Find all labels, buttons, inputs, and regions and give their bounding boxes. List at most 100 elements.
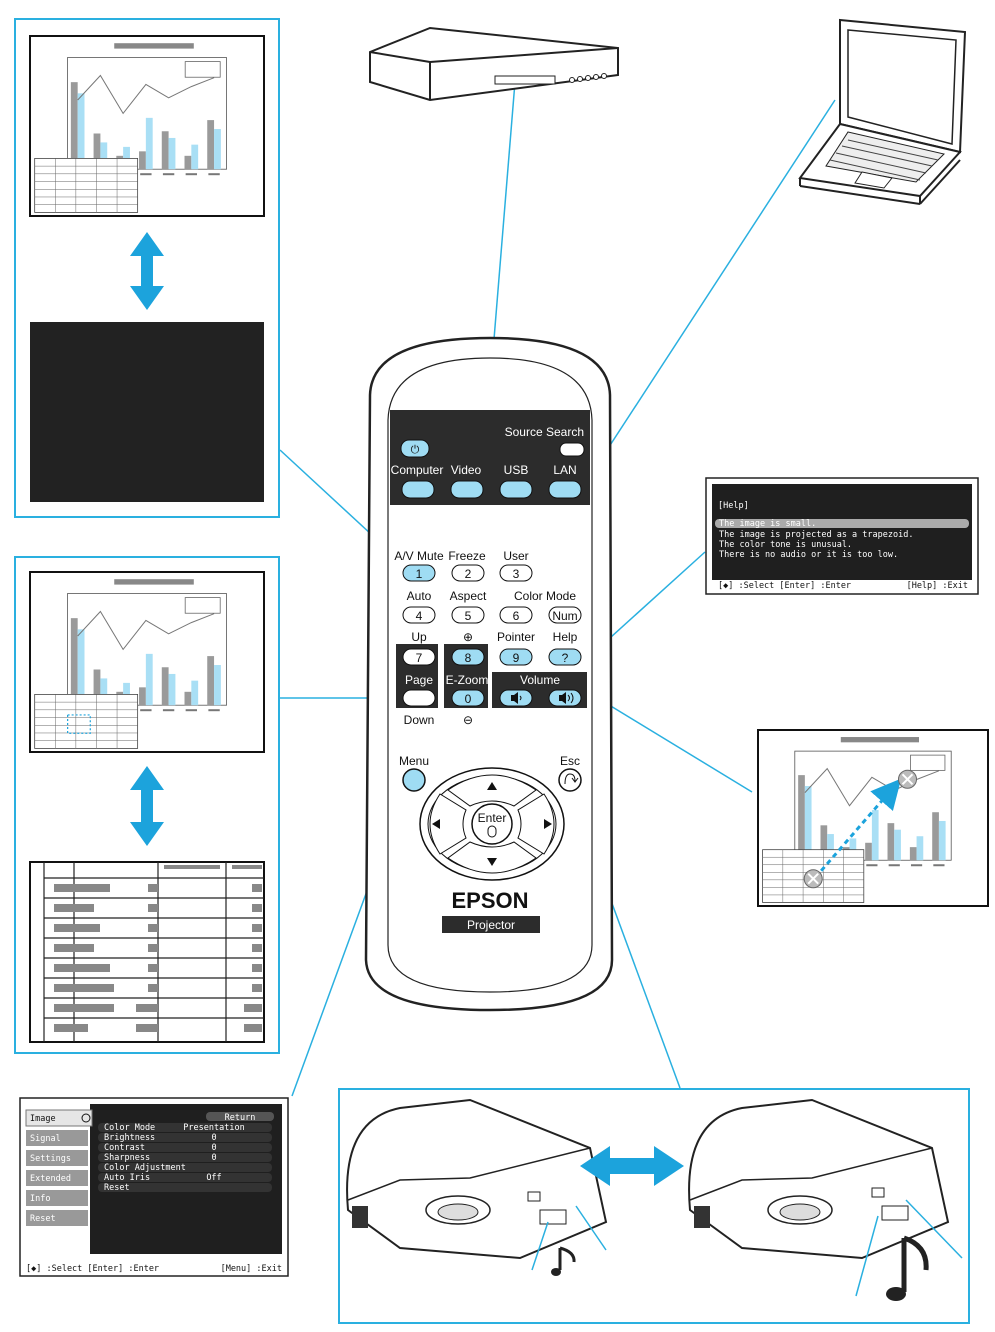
double-arrow-vertical-2 bbox=[130, 766, 164, 846]
menu-row[interactable] bbox=[98, 1143, 272, 1152]
zoom-cell-bar bbox=[252, 984, 262, 992]
enter-button[interactable] bbox=[471, 803, 513, 845]
menu-row-label: Reset bbox=[104, 1183, 130, 1193]
thumb-bar-blue bbox=[100, 142, 108, 170]
thumb-bar-blue bbox=[871, 810, 879, 861]
thumb-bar-gray bbox=[184, 155, 192, 170]
zoom-cell-bar bbox=[244, 1004, 262, 1012]
menu-tab-settings-label: Settings bbox=[30, 1154, 71, 1164]
menu-button[interactable] bbox=[402, 768, 426, 792]
zoom-row-label-bar bbox=[54, 964, 110, 972]
zoom-cell-bar bbox=[252, 904, 262, 912]
key-num: Num bbox=[552, 609, 577, 623]
thumb-bar-blue bbox=[145, 653, 153, 706]
zoom-cell-bar bbox=[148, 964, 158, 972]
help-item-4: There is no audio or it is too low. bbox=[719, 550, 898, 560]
menu-tab-reset[interactable] bbox=[26, 1210, 88, 1226]
aspect-button[interactable] bbox=[451, 606, 485, 624]
menu-return-button[interactable] bbox=[206, 1112, 274, 1121]
color-mode-button[interactable] bbox=[499, 606, 533, 624]
menu-label: Menu bbox=[399, 754, 429, 768]
page-up-button[interactable] bbox=[402, 648, 436, 666]
zoom-row-label-bar bbox=[54, 884, 110, 892]
menu-row[interactable] bbox=[98, 1173, 272, 1182]
arrow-left-icon bbox=[432, 819, 440, 829]
esc-button[interactable] bbox=[558, 768, 582, 792]
dpad-left-button[interactable] bbox=[429, 793, 467, 855]
screen-chart-normal bbox=[29, 35, 265, 217]
aspect-label: Aspect bbox=[450, 589, 487, 603]
thumb-legend bbox=[910, 754, 946, 771]
thumb-bar-blue bbox=[916, 836, 924, 861]
menu-tab-info[interactable] bbox=[26, 1190, 88, 1206]
zoom-cell-bar bbox=[148, 904, 158, 912]
freeze-button[interactable] bbox=[451, 564, 485, 582]
lan-button[interactable] bbox=[548, 480, 582, 499]
computer-button[interactable] bbox=[401, 480, 435, 499]
help-footer-exit: [Help] :Exit bbox=[907, 581, 968, 591]
menu-row-value: 0 bbox=[211, 1143, 216, 1153]
thumb-line-series bbox=[77, 74, 215, 115]
source-panel bbox=[390, 410, 590, 505]
zoom-row-label-bar bbox=[54, 1004, 114, 1012]
video-button[interactable] bbox=[450, 480, 484, 499]
mouse-icon bbox=[487, 825, 497, 838]
screen-blank-muted bbox=[30, 322, 264, 502]
thumb-x-tick bbox=[888, 864, 900, 867]
menu-row[interactable] bbox=[98, 1153, 272, 1162]
enter-label: Enter bbox=[478, 811, 507, 825]
auto-button[interactable] bbox=[402, 606, 436, 624]
usb-button[interactable] bbox=[499, 480, 533, 499]
menu-row-value: 0 bbox=[211, 1133, 216, 1143]
help-item-selected[interactable] bbox=[715, 519, 969, 528]
thumb-bar-blue bbox=[191, 680, 199, 706]
double-arrow-vertical-1 bbox=[130, 232, 164, 310]
menu-tab-image[interactable] bbox=[25, 1109, 93, 1127]
thumb-data-table bbox=[34, 694, 139, 749]
num-button[interactable] bbox=[548, 606, 582, 624]
av-mute-button[interactable] bbox=[402, 564, 436, 582]
menu-row[interactable] bbox=[98, 1133, 272, 1142]
menu-row[interactable] bbox=[98, 1163, 272, 1172]
help-button[interactable] bbox=[548, 648, 582, 666]
thumb-bar-blue bbox=[77, 93, 85, 170]
thumb-x-tick bbox=[910, 864, 923, 867]
laptop-device bbox=[798, 18, 967, 205]
menu-row[interactable] bbox=[98, 1183, 272, 1192]
thumb-bar-blue bbox=[804, 786, 812, 861]
thumb-x-tick bbox=[140, 173, 152, 176]
ezoom-out-button[interactable] bbox=[451, 689, 485, 707]
help-footer-select: [◆] :Select [Enter] :Enter bbox=[718, 581, 851, 591]
power-icon: ⏻ bbox=[411, 444, 420, 456]
menu-tab-signal[interactable] bbox=[26, 1130, 88, 1146]
esc-arrow-icon bbox=[564, 773, 579, 785]
dpad-down-button[interactable] bbox=[447, 841, 537, 874]
menu-tab-extended[interactable] bbox=[26, 1170, 88, 1186]
source-search-button[interactable] bbox=[559, 442, 585, 457]
help-item-1: The image is small. bbox=[719, 519, 816, 529]
menu-tab-image-label: Image bbox=[30, 1114, 56, 1124]
ezoom-in-button[interactable] bbox=[451, 648, 485, 666]
music-note-icon-large bbox=[886, 1287, 906, 1301]
thumb-title-bar bbox=[114, 43, 194, 49]
dpad-right-button[interactable] bbox=[517, 793, 555, 855]
menu-row[interactable] bbox=[98, 1123, 272, 1132]
thumb-bar-gray bbox=[887, 823, 895, 861]
thumb-x-tick bbox=[208, 173, 220, 176]
menu-return-label: Return bbox=[225, 1113, 256, 1123]
av-mute-label: A/V Mute bbox=[394, 549, 444, 563]
page-down-button[interactable] bbox=[402, 689, 436, 707]
menu-tab-settings[interactable] bbox=[26, 1150, 88, 1166]
thumb-bar-gray bbox=[93, 133, 101, 170]
user-button[interactable] bbox=[499, 564, 533, 582]
thumb-data-table bbox=[34, 157, 139, 213]
thumb-title-bar bbox=[114, 579, 194, 585]
dpad-up-button[interactable] bbox=[447, 774, 537, 807]
projector-eco-low bbox=[346, 1098, 608, 1276]
power-button[interactable] bbox=[400, 439, 430, 458]
thumb-bar-gray bbox=[798, 775, 805, 861]
pointer-button[interactable] bbox=[499, 648, 533, 666]
screen-zoomed-table bbox=[29, 861, 265, 1043]
